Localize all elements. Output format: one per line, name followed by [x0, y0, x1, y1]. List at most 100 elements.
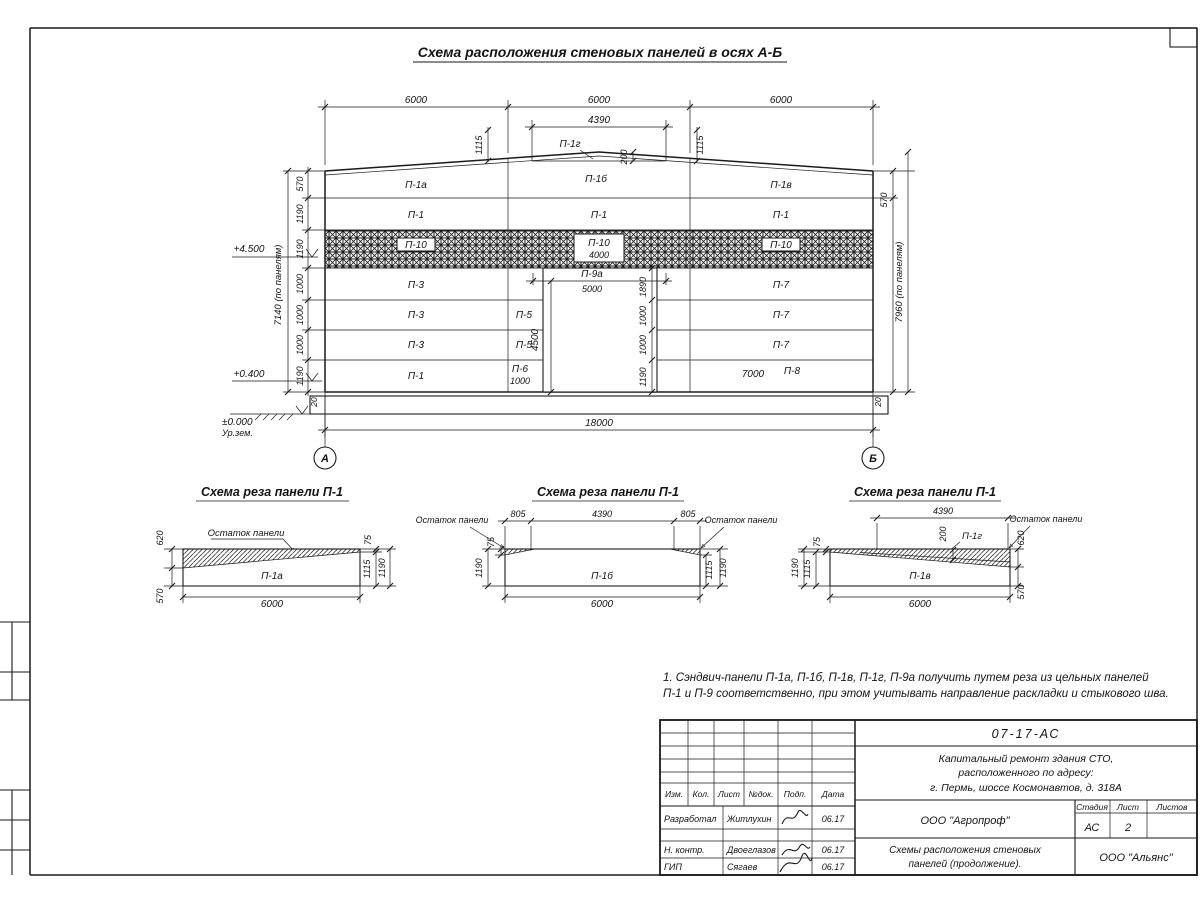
dimension-lines	[487, 520, 721, 598]
panel-label: П-7	[773, 280, 790, 291]
dim-label: 200	[619, 149, 629, 165]
role-name: Житлухин	[726, 814, 772, 824]
dim-label: 1190	[790, 558, 800, 577]
dim-label: 4500	[530, 328, 541, 351]
remnant-label: Остаток панели	[705, 515, 778, 525]
rev-header: Дата	[821, 789, 845, 799]
panel-label: П-10	[405, 240, 427, 251]
dim-label: 200	[938, 526, 948, 542]
project-line: Капитальный ремонт здания СТО,	[939, 753, 1114, 765]
signature	[779, 852, 813, 873]
ground-line	[230, 413, 310, 421]
elevation-drawing: +4.500 +0.400 ±0.000 Ур.зем. 6000 6000 6…	[221, 95, 915, 470]
role-date: 06.17	[822, 814, 846, 824]
panel-label: П-1	[591, 210, 607, 221]
panel-label: П-1г	[962, 531, 982, 542]
panel-body	[504, 548, 701, 587]
dim-label: 1190	[295, 204, 305, 223]
panel-label: П-1г	[559, 139, 580, 150]
cut-title: Схема реза панели П-1	[537, 485, 679, 499]
axis-markers: А Б	[313, 392, 885, 470]
panel-label: П-7	[773, 310, 790, 321]
panel-label: П-5	[516, 340, 533, 351]
dim-label: 1000	[295, 274, 305, 294]
role-label: Н. контр.	[664, 845, 705, 855]
cut-title: Схема реза панели П-1	[854, 485, 996, 499]
dim-label: 1890	[638, 277, 648, 297]
remnant-wedge	[504, 548, 536, 556]
panel-label: П-8	[784, 366, 801, 377]
dim-label: 570	[1016, 584, 1026, 599]
dim-label: 1115	[695, 135, 705, 155]
dim-label: 6000	[591, 599, 614, 610]
dim-label: 1000	[295, 335, 305, 355]
frame-corner-box	[1169, 27, 1198, 48]
rev-header: Кол.	[693, 789, 710, 799]
sheet-title-line: Схемы расположения стеновых	[889, 845, 1042, 856]
panel-label: П-1в	[909, 571, 930, 582]
cut-title: Схема реза панели П-1	[201, 485, 343, 499]
dim-label: 620	[155, 530, 165, 545]
sheet-frame	[0, 27, 1198, 876]
panel-label: П-10	[588, 238, 610, 249]
dim-label: 1115	[802, 559, 812, 579]
role-date: 06.17	[822, 845, 846, 855]
dim-label: 4000	[589, 250, 609, 260]
panel-label: П-3	[408, 280, 425, 291]
rev-header: Изм.	[665, 789, 683, 799]
dim-label: 7140 (по панелям)	[273, 245, 284, 326]
panel-label: П-1	[408, 371, 424, 382]
remnant-label: Остаток панели	[208, 528, 286, 539]
dim-label: 20	[309, 397, 319, 408]
frame-edge-cells	[0, 621, 30, 875]
dim-label: 6000	[588, 95, 611, 106]
note-line: П-1 и П-9 соответственно, при этом учиты…	[663, 688, 1169, 700]
dim-label: 1190	[474, 558, 484, 577]
dim-label: 4390	[588, 115, 611, 126]
level-label: +0.400	[234, 369, 265, 380]
dim-label: 1000	[510, 376, 530, 386]
extension-lines	[283, 100, 915, 437]
dim-label: 1000	[638, 335, 648, 355]
label-backer	[761, 237, 801, 252]
dim-label: 805	[510, 509, 526, 519]
dim-label: 570	[879, 192, 889, 207]
sheet-number: 2	[1124, 822, 1131, 834]
stage-header: Листов	[1156, 802, 1189, 812]
panel-label: П-9а	[581, 269, 603, 280]
panel-label: П-1	[773, 210, 789, 221]
level-marks: +4.500 +0.400 ±0.000 Ур.зем.	[221, 244, 322, 438]
sheet-title-line: панелей (продолжение).	[909, 859, 1022, 870]
dim-label: 1115	[474, 135, 484, 155]
doc-number: 07-17-АС	[992, 727, 1061, 741]
stage-header: Лист	[1116, 802, 1139, 812]
dim-label: 6000	[261, 599, 284, 610]
dim-label: 5000	[582, 284, 602, 294]
dimension-ticks	[168, 545, 394, 601]
stage-value: АС	[1084, 822, 1100, 834]
project-line: расположенного по адресу:	[957, 767, 1093, 779]
level-label: +4.500	[234, 244, 265, 255]
panel-label: П-6	[512, 364, 529, 375]
panel-label: П-5	[516, 310, 533, 321]
dim-label: 1000	[638, 306, 648, 326]
dim-label: 805	[680, 509, 696, 519]
dim-label: 1190	[638, 367, 648, 386]
dim-label: 1000	[295, 305, 305, 325]
dim-label: 1115	[362, 559, 372, 579]
signature	[781, 810, 809, 825]
ground-label: Ур.зем.	[221, 428, 253, 438]
label-backer	[573, 233, 625, 263]
title-block: Изм. Кол. Лист №док. Подп. Дата Разработ…	[659, 719, 1198, 876]
org-name: ООО "Агропроф"	[920, 815, 1010, 827]
dim-label: 570	[155, 588, 165, 603]
elevation-dim-labels: 6000 6000 6000 4390 1115 1115 200 П-1г 5…	[273, 95, 905, 429]
extension-lines	[164, 548, 396, 603]
dim-label: 1190	[718, 558, 728, 577]
dim-label: 75	[486, 536, 496, 547]
panel-label: П-1а	[261, 571, 283, 582]
note: 1. Сэндвич-панели П-1а, П-1б, П-1в, П-1г…	[663, 672, 1169, 700]
dim-label: 4390	[933, 506, 953, 516]
panel-label: П-1	[408, 210, 424, 221]
